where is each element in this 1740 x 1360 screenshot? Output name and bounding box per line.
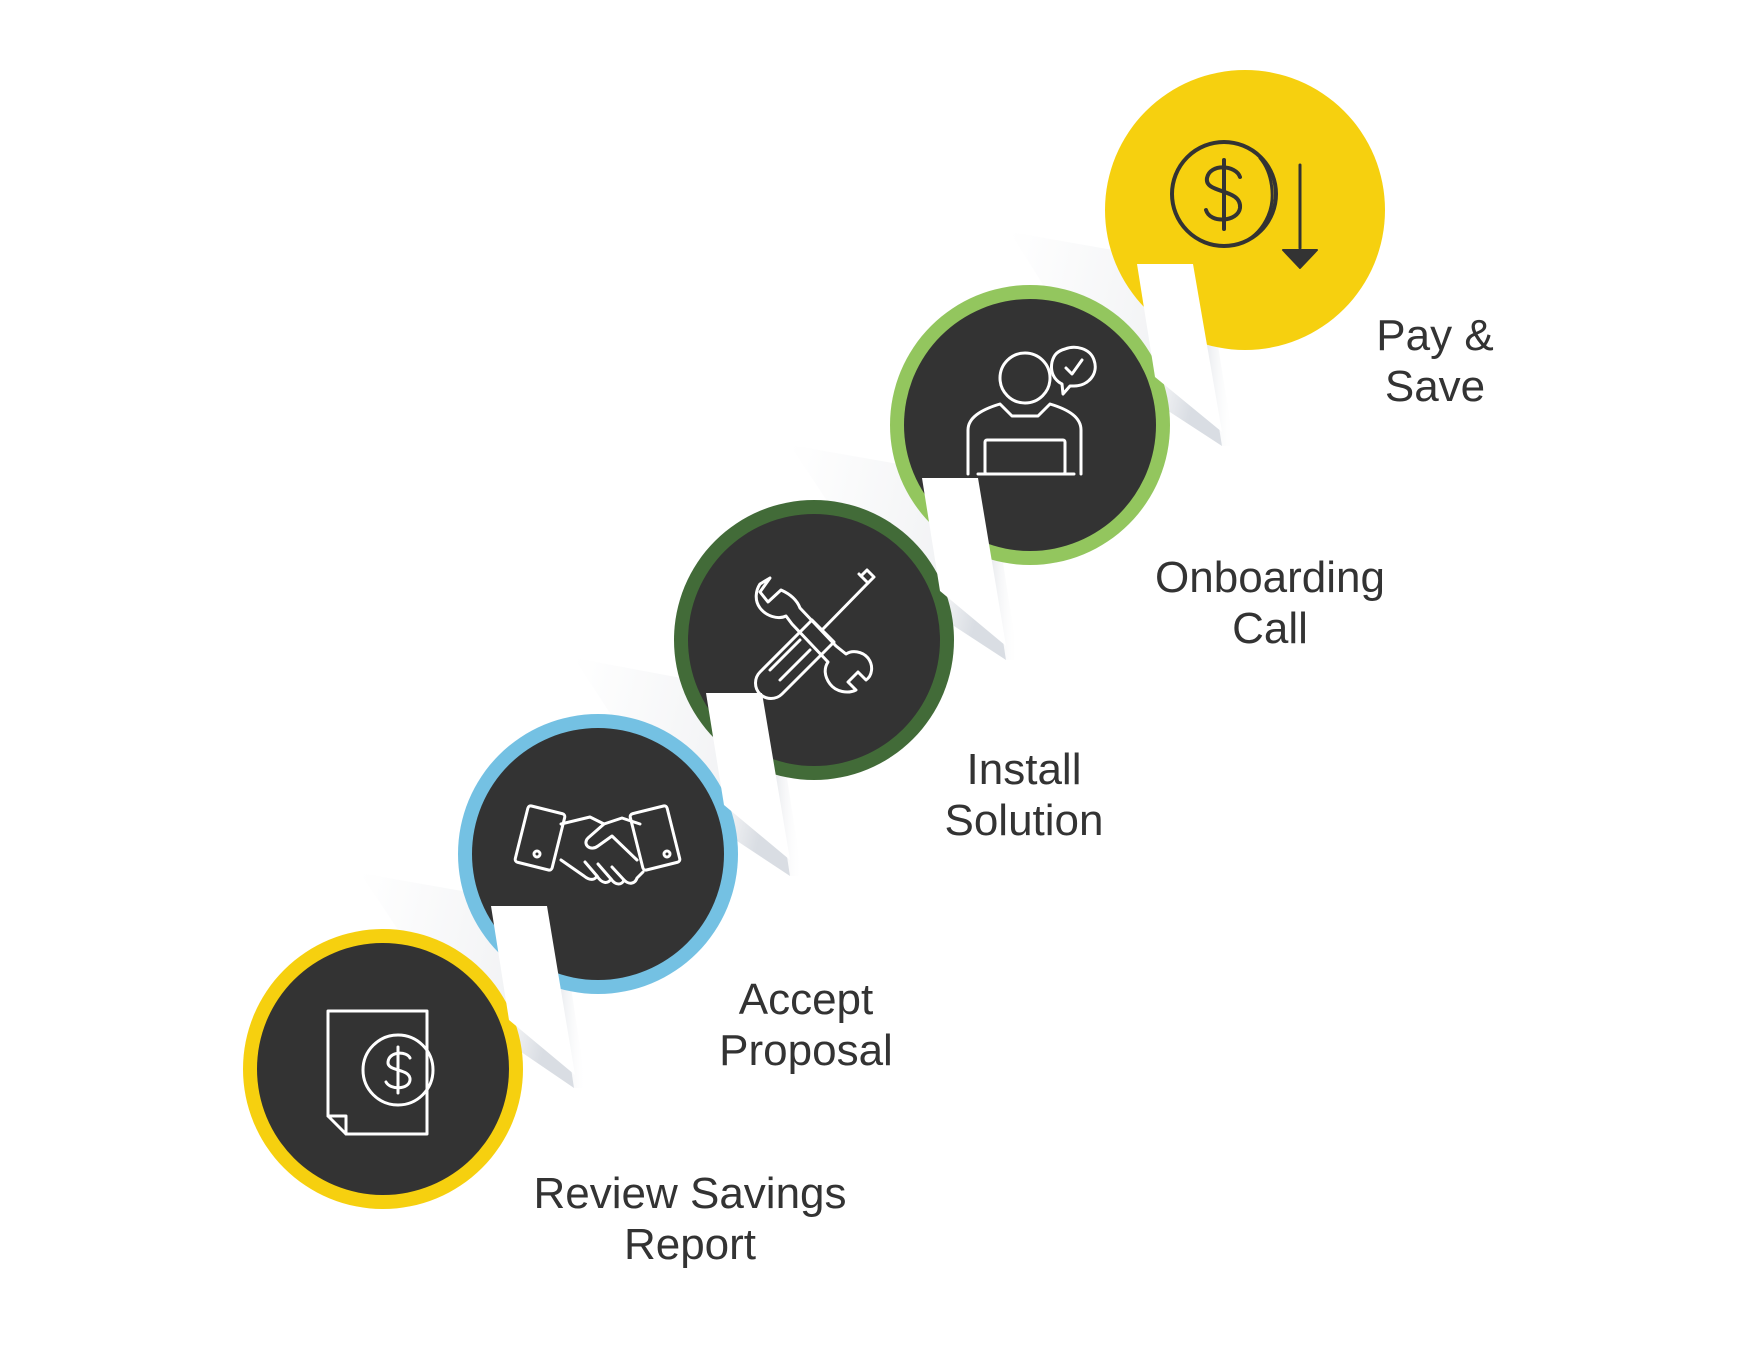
step-label-pay: Pay & Save bbox=[1376, 310, 1493, 412]
step-label-line: Accept bbox=[738, 975, 874, 1024]
wrench-screwdriver-icon bbox=[754, 568, 876, 700]
handshake-icon bbox=[513, 804, 682, 886]
step-label-line: Onboarding bbox=[1155, 553, 1385, 602]
connector-tip bbox=[922, 478, 1006, 646]
step-label-accept: Accept Proposal bbox=[719, 974, 893, 1076]
step-label-line: Report bbox=[623, 1220, 757, 1269]
connector-tip bbox=[706, 693, 790, 860]
step-label-review: Review Savings Report bbox=[533, 1168, 846, 1270]
step-label-onboarding: Onboarding Call bbox=[1155, 552, 1385, 654]
step-label-line: Proposal bbox=[719, 1026, 893, 1075]
step-label-install: Install Solution bbox=[944, 744, 1103, 846]
person-laptop-chat-icon bbox=[966, 345, 1097, 476]
step-label-line: Review Savings bbox=[533, 1169, 847, 1218]
step-label-line: Save bbox=[1384, 362, 1486, 411]
step-circle-review bbox=[257, 943, 509, 1195]
step-label-line: Pay & bbox=[1376, 311, 1494, 360]
connector-tip bbox=[1137, 264, 1222, 432]
step-label-line: Solution bbox=[944, 796, 1104, 845]
connector-tips bbox=[491, 264, 1222, 1075]
step-label-line: Call bbox=[1232, 604, 1308, 653]
step-label-line: Install bbox=[966, 745, 1082, 794]
document-dollar-icon bbox=[326, 1009, 435, 1136]
connector-tip bbox=[491, 906, 575, 1075]
dollar-coin-down-arrow-icon bbox=[1170, 140, 1318, 269]
